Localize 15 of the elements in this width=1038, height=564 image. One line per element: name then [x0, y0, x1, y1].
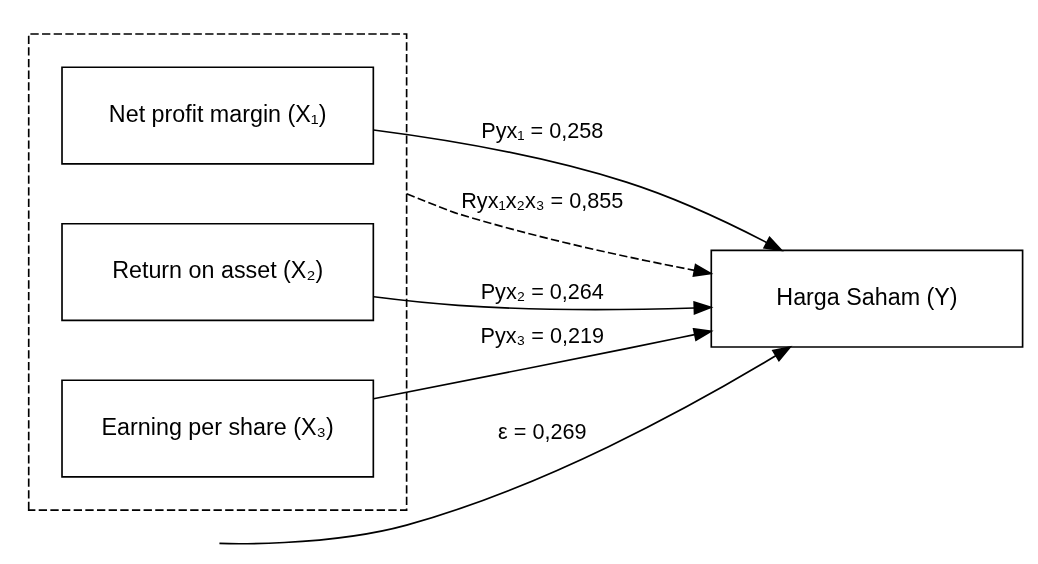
cluster [27, 32, 408, 511]
edge-label: Pyx₂ = 0,264 [480, 278, 604, 304]
node-box: Harga Saham (Y) [710, 249, 1024, 348]
arrow [405, 192, 714, 277]
edge-label: Ryx₁x₂x₃ = 0,855 [461, 187, 624, 213]
arrow [373, 295, 714, 315]
edge-label: Pyx₁ = 0,258 [481, 117, 604, 143]
edge-label: ε = 0,269 [498, 418, 587, 444]
node-box: Net profit margin (X₁) [61, 65, 375, 165]
arrow [218, 345, 793, 544]
node-box: Return on asset (X₂) [61, 222, 375, 321]
arrow [372, 128, 784, 251]
arrow [372, 327, 714, 400]
edge-label: Pyx₃ = 0,219 [480, 322, 605, 348]
node-box: Earning per share (X₃) [61, 378, 375, 478]
